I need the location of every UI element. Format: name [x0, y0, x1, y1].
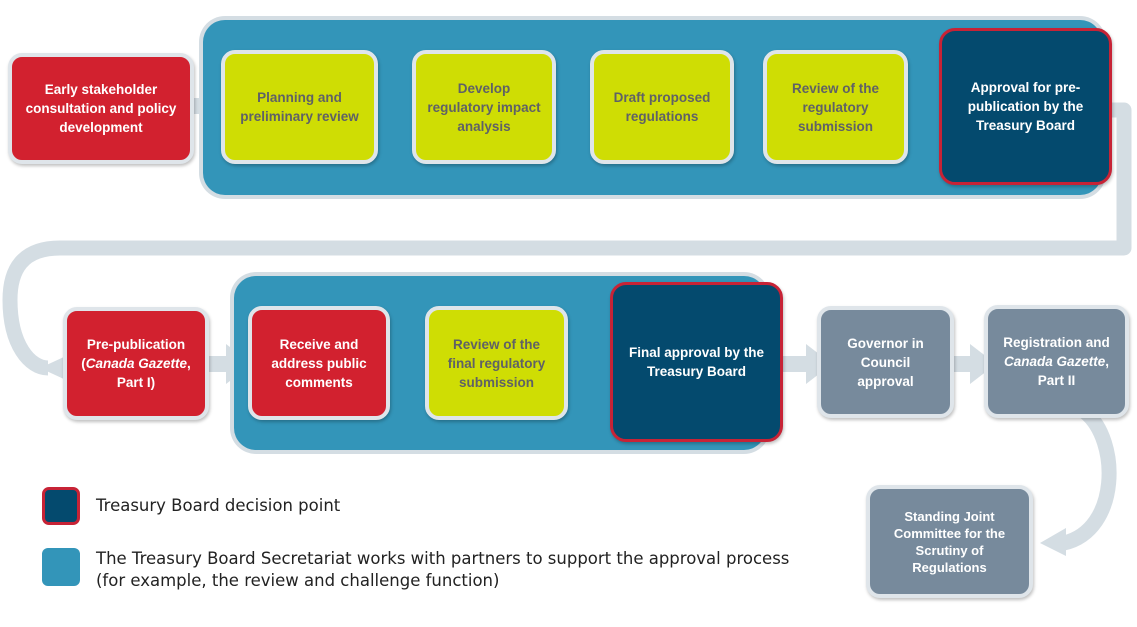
box-receive-comments: Receive and address public comments — [248, 306, 390, 420]
box-registration-label: Registration and Canada Gazette, Part II — [998, 333, 1115, 390]
prepublication-italic: Canada Gazette — [85, 356, 188, 371]
box-review-final-label: Review of the final regulatory submissio… — [447, 336, 546, 390]
box-review-submission-label: Review of the regulatory submission — [791, 80, 880, 134]
registration-italic: Canada Gazette — [1003, 354, 1106, 369]
arrow-9 — [782, 344, 832, 384]
legend-decision-text: Treasury Board decision point — [96, 496, 341, 515]
box-receive-comments-label: Receive and address public comments — [271, 336, 367, 390]
box-standing-committee: Standing Joint Committee for the Scrutin… — [866, 485, 1033, 598]
box-final-approval-label: Final approval by the Treasury Board — [628, 345, 765, 379]
box-review-submission: Review of the regulatory submission — [763, 50, 908, 164]
arrow-committee — [1061, 406, 1117, 551]
box-draft-regulations: Draft proposed regulations — [590, 50, 734, 164]
box-prepublication: Pre-publication (Canada Gazette, Part I) — [63, 307, 209, 420]
box-approval-prepublication-label: Approval for pre-publication by the Trea… — [967, 80, 1084, 133]
arrow-committee-head — [1040, 528, 1066, 556]
box-prepublication-label: Pre-publication (Canada Gazette, Part I) — [77, 335, 195, 392]
prepublication-suffix: , Part I) — [116, 356, 191, 390]
box-early-consultation-label: Early stakeholder consultation and polic… — [25, 82, 177, 135]
legend-swatch-support — [42, 548, 80, 586]
legend-swatch-decision — [42, 487, 80, 525]
registration-suffix: , Part II — [1037, 354, 1110, 388]
box-draft-regulations-label: Draft proposed regulations — [613, 90, 711, 124]
prepublication-prefix: Pre-publication ( — [81, 337, 186, 371]
box-final-approval: Final approval by the Treasury Board — [610, 282, 783, 442]
box-governor-council-label: Governor in Council approval — [847, 335, 924, 389]
box-planning-label: Planning and preliminary review — [240, 90, 359, 124]
box-registration: Registration and Canada Gazette, Part II — [984, 305, 1129, 418]
arrow-6 — [208, 344, 252, 384]
box-review-final: Review of the final regulatory submissio… — [425, 306, 568, 420]
box-planning: Planning and preliminary review — [221, 50, 378, 164]
box-governor-council: Governor in Council approval — [817, 306, 954, 418]
box-develop-analysis: Develop regulatory impact analysis — [412, 50, 556, 164]
registration-prefix: Registration and — [1003, 335, 1110, 350]
box-approval-prepublication: Approval for pre-publication by the Trea… — [939, 28, 1112, 185]
box-standing-committee-label: Standing Joint Committee for the Scrutin… — [893, 508, 1006, 575]
arrow-wrap-head — [40, 356, 66, 380]
box-early-consultation: Early stakeholder consultation and polic… — [8, 53, 194, 164]
legend-support-text: The Treasury Board Secretariat works wit… — [96, 549, 790, 590]
box-develop-analysis-label: Develop regulatory impact analysis — [427, 80, 541, 134]
arrow-wrap — [2, 102, 1132, 376]
arrow-10 — [952, 344, 996, 384]
